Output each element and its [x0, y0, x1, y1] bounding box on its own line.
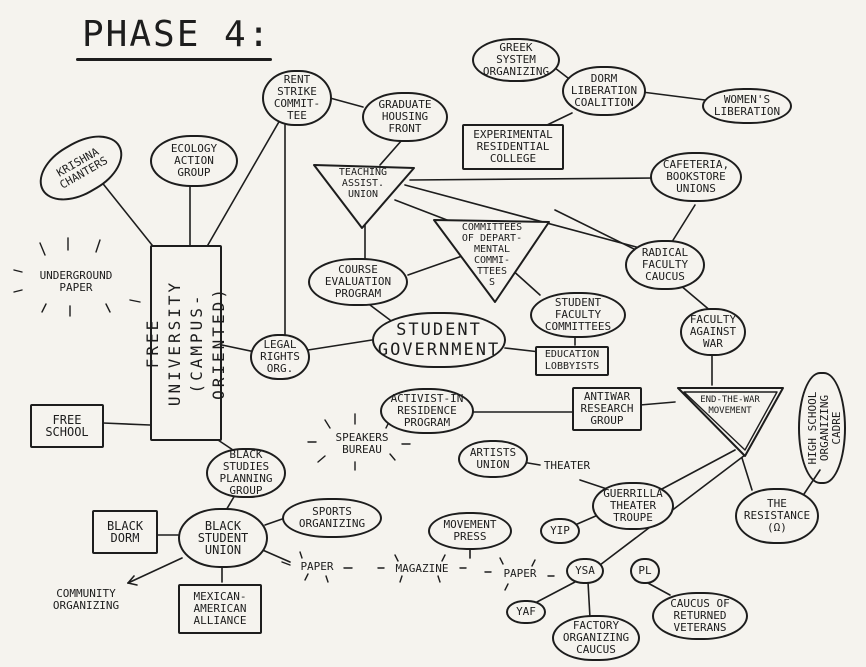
connector: [679, 284, 713, 313]
node-education-lobbyists: EDUCATION LOBBYISTS: [535, 346, 609, 376]
end-war-triangle: [677, 387, 784, 457]
node-mexican-american: MEXICAN- AMERICAN ALLIANCE: [178, 584, 262, 634]
node-rent-strike: RENT STRIKE COMMIT- TEE: [262, 70, 332, 126]
high-school-outline: [798, 372, 846, 484]
connector: [127, 582, 138, 586]
node-theater: THEATER: [543, 459, 591, 472]
node-factory-caucus: FACTORY ORGANIZING CAUCUS: [552, 615, 640, 661]
node-artists-union: ARTISTS UNION: [458, 440, 528, 478]
node-womens-liberation: WOMEN'S LIBERATION: [702, 88, 792, 124]
node-yip: YIP: [540, 518, 580, 544]
node-student-faculty: STUDENT FACULTY COMMITTEES: [530, 292, 626, 338]
connector: [554, 67, 569, 79]
node-greek-system: GREEK SYSTEM ORGANIZING: [472, 38, 560, 82]
page-title: PHASE 4:: [82, 14, 272, 55]
connector: [307, 339, 373, 351]
node-black-dorm: BLACK DORM: [92, 510, 158, 554]
connector: [102, 422, 151, 426]
connector: [204, 119, 281, 251]
connector: [504, 347, 541, 353]
connector: [409, 177, 656, 181]
connector: [407, 254, 466, 276]
connector: [127, 557, 183, 584]
node-student-government: STUDENT GOVERNMENT: [372, 312, 506, 368]
node-faculty-against-war: FACULTY AGAINST WAR: [680, 308, 746, 356]
connector: [264, 517, 286, 526]
free-university-label: FREE UNIVERSITY (CAMPUS-ORIENTED): [143, 279, 229, 407]
node-returned-veterans: CAUCUS OF RETURNED VETERANS: [652, 592, 748, 640]
connector: [221, 344, 256, 353]
connector: [534, 581, 576, 604]
connector: [669, 204, 696, 246]
node-yaf: YAF: [506, 600, 546, 624]
node-activist-residence: ACTIVIST-IN RESIDENCE PROGRAM: [380, 388, 474, 434]
node-ysa: YSA: [566, 558, 604, 584]
connector: [404, 184, 641, 249]
connector: [329, 97, 364, 108]
connector: [587, 581, 591, 619]
node-paper-two: PAPER: [503, 567, 537, 580]
node-movement-press: MOVEMENT PRESS: [428, 512, 512, 550]
node-course-evaluation: COURSE EVALUATION PROGRAM: [308, 258, 408, 306]
connector: [369, 304, 391, 321]
connector: [659, 449, 736, 491]
connector: [645, 581, 671, 596]
connector: [639, 401, 676, 406]
connector: [554, 209, 641, 253]
node-magazine: MAGAZINE: [395, 562, 449, 575]
connector: [641, 91, 706, 101]
node-teaching-union: TEACHING ASSIST. UNION: [338, 167, 388, 200]
connector: [127, 575, 135, 584]
node-the-resistance: THE RESISTANCE (Ω): [735, 488, 819, 544]
node-free-university: FREE UNIVERSITY (CAMPUS-ORIENTED): [143, 245, 228, 441]
node-free-school: FREE SCHOOL: [30, 404, 104, 448]
node-antiwar-research: ANTIWAR RESEARCH GROUP: [572, 387, 642, 431]
node-ecology-action: ECOLOGY ACTION GROUP: [150, 135, 238, 187]
node-black-studies: BLACK STUDIES PLANNING GROUP: [206, 448, 286, 498]
node-legal-rights: LEGAL RIGHTS ORG.: [250, 334, 310, 380]
node-guerrilla-theater: GUERRILLA THEATER TROUPE: [592, 482, 674, 530]
node-speakers-bureau: SPEAKERS BUREAU: [335, 431, 389, 456]
node-department-committees: COMMITTEES OF DEPART- MENTAL COMMI- TTEE…: [461, 222, 523, 288]
node-cafeteria-unions: CAFETERIA, BOOKSTORE UNIONS: [650, 152, 742, 202]
node-graduate-housing: GRADUATE HOUSING FRONT: [362, 92, 448, 142]
node-experimental-college: EXPERIMENTAL RESIDENTIAL COLLEGE: [462, 124, 564, 170]
title-underline: [76, 58, 272, 61]
node-paper-one: PAPER: [300, 560, 334, 573]
connector: [741, 457, 753, 491]
node-end-the-war: END-THE-WAR MOVEMENT: [700, 395, 760, 416]
node-sports-organizing: SPORTS ORGANIZING: [282, 498, 382, 538]
connector: [99, 179, 161, 256]
department-committees-triangle: [433, 219, 550, 303]
node-underground-paper: UNDERGROUND PAPER: [39, 269, 113, 294]
connector: [379, 139, 403, 166]
node-black-student-union: BLACK STUDENT UNION: [178, 508, 268, 568]
node-dorm-liberation: DORM LIBERATION COALITION: [562, 66, 646, 116]
teaching-union-triangle: [313, 164, 415, 229]
node-pl: PL: [630, 558, 660, 584]
node-community-organizing: COMMUNITY ORGANIZING: [52, 587, 120, 612]
node-radical-faculty: RADICAL FACULTY CAUCUS: [625, 240, 705, 290]
connector: [544, 112, 573, 127]
connector: [574, 514, 599, 526]
